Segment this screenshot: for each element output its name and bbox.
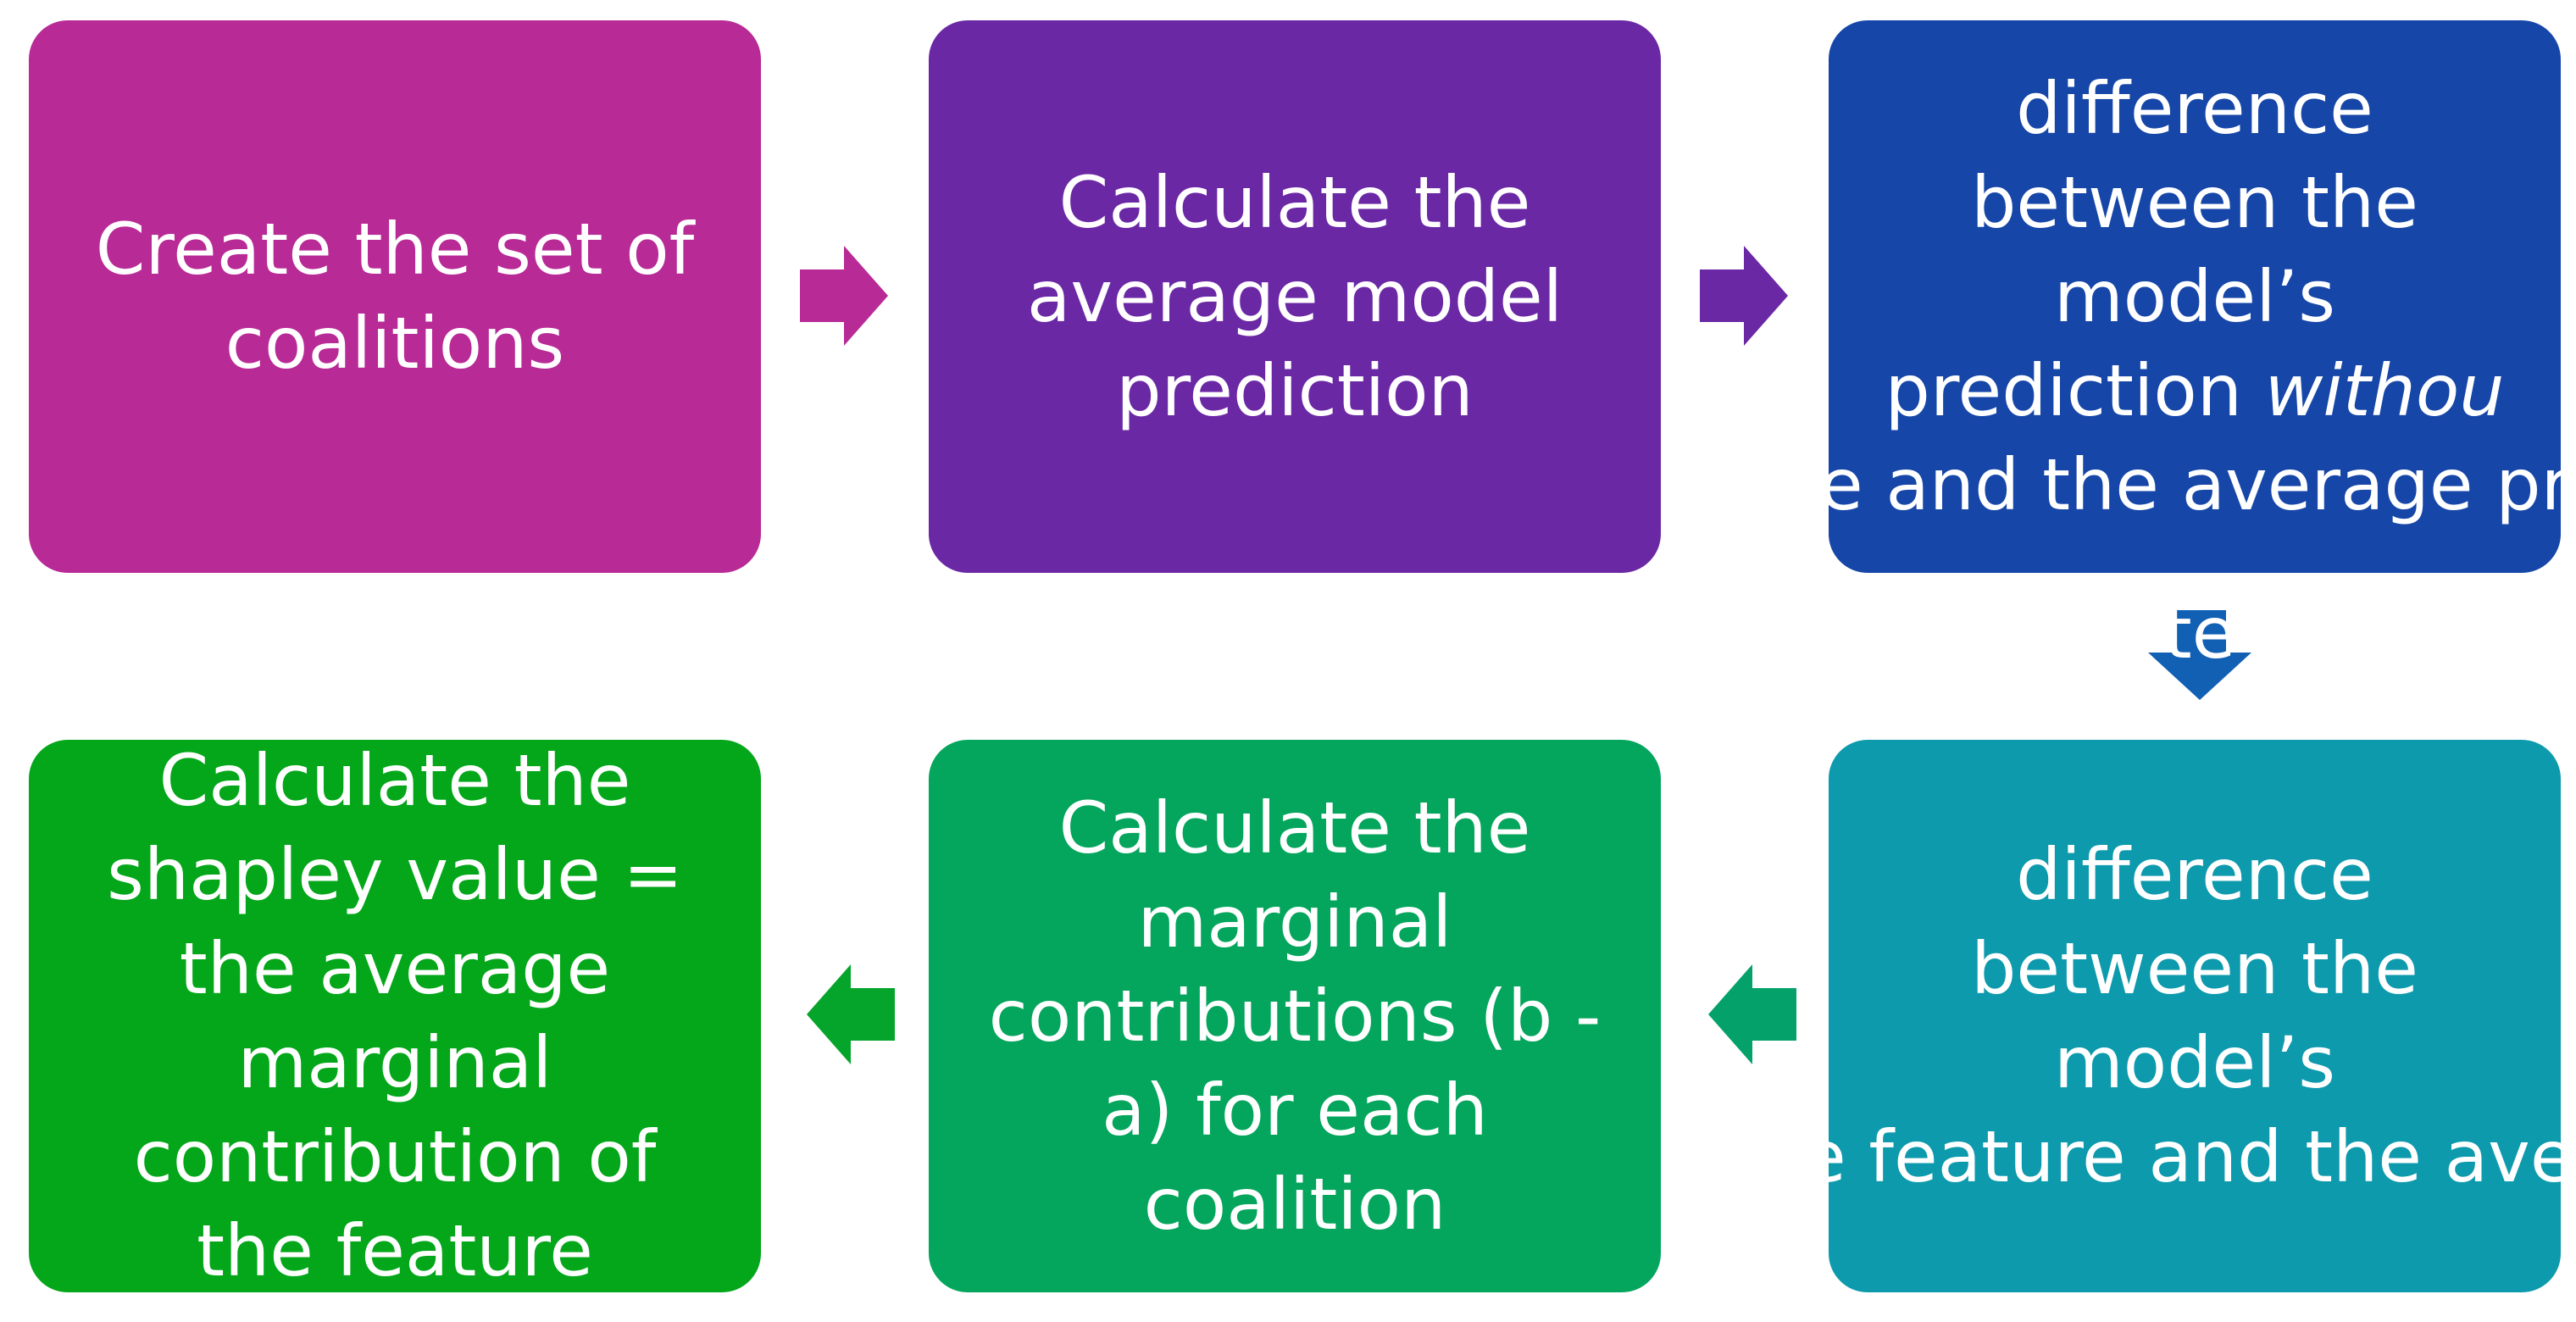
step-difference-without-feature-text: difference between the model’s predictio…: [1829, 66, 2561, 526]
down-arrow-icon: [2148, 610, 2251, 700]
step-shapley-value-text: Calculate the shapley value = the averag…: [107, 740, 683, 1292]
step-shapley-value: Calculate the shapley value = the averag…: [29, 740, 761, 1292]
right-arrow-icon: [1700, 246, 1788, 346]
left-arrow-icon: [807, 964, 895, 1064]
step-difference-without-feature: difference between the model’s predictio…: [1829, 20, 2561, 573]
step-create-coalitions-text: Create the set of coalitions: [95, 208, 695, 385]
step-difference-with-feature: difference between the model’s predictio…: [1829, 740, 2561, 1292]
step-connector-label: te: [2163, 603, 2236, 663]
step-average-prediction-text: Calculate the average model prediction: [1026, 160, 1563, 432]
step-marginal-contributions-text: Calculate the marginal contributions (b …: [988, 786, 1602, 1246]
step-marginal-contributions: Calculate the marginal contributions (b …: [929, 740, 1661, 1292]
left-arrow-icon: [1708, 964, 1796, 1064]
step-average-prediction: Calculate the average model prediction: [929, 20, 1661, 573]
step-create-coalitions: Create the set of coalitions: [29, 20, 761, 573]
step-difference-with-feature-text: difference between the model’s predictio…: [1829, 833, 2561, 1198]
right-arrow-icon: [800, 246, 888, 346]
